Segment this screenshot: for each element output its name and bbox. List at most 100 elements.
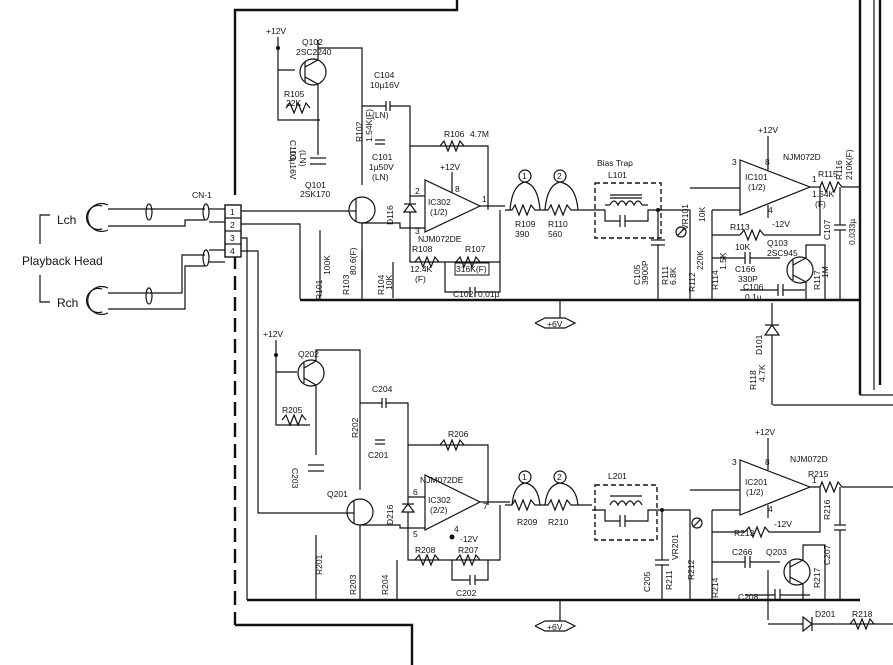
r103-label: R103 <box>341 274 351 295</box>
r106-label: R106 <box>444 129 465 139</box>
channel-2: +12V Q202 R205 C203 C204 R202 C201 R206 <box>247 329 893 633</box>
r203-label: R203 <box>348 574 358 595</box>
c104-value: 10µ16V <box>370 80 400 90</box>
ch2-plus12-q202: +12V <box>263 329 283 339</box>
q101-transistor <box>348 196 376 224</box>
r105-label: R105 <box>284 89 305 99</box>
c203-label: C203 <box>290 468 300 489</box>
q201-label: Q201 <box>327 489 348 499</box>
ic302-b-opamp <box>424 474 482 531</box>
r107-value: 316K(F) <box>456 264 487 274</box>
r109-value: 390 <box>515 229 529 239</box>
r214-label: R214 <box>710 577 720 598</box>
tp1-ch2: 1 <box>522 472 527 482</box>
pin5-b: 5 <box>413 529 418 539</box>
ic302b-type: NJM072DE <box>420 475 464 485</box>
r114-value: 1.5K <box>718 252 728 270</box>
c201-label: C201 <box>368 450 389 460</box>
r110-value: 560 <box>548 229 562 239</box>
ic302a-type: NJM072DE <box>418 234 462 244</box>
playback-head: Lch Rch Playback Head <box>22 202 210 316</box>
c107-value: 0.033µ <box>847 219 857 245</box>
tp2-ch2: 2 <box>557 472 562 482</box>
ch2-minus12-ic201: -12V <box>774 519 792 529</box>
vr201-label: VR201 <box>670 534 680 560</box>
ic101-half: (1/2) <box>748 182 766 192</box>
r218-label: R218 <box>852 609 873 619</box>
ch2-plus6: +6V <box>547 622 563 632</box>
pin8-ic101: 8 <box>765 157 770 167</box>
r201-label: R201 <box>314 554 324 575</box>
r108-label: R108 <box>412 244 433 254</box>
pin1-ic101: 1 <box>812 174 817 184</box>
r207-label: R207 <box>458 545 479 555</box>
r101-label: R101 <box>314 279 324 300</box>
r204-label: R204 <box>380 574 390 595</box>
pin-2: 2 <box>230 220 235 230</box>
q101-type: 2SK170 <box>300 189 331 199</box>
c105-label: C105 <box>632 264 642 285</box>
pin-1: 1 <box>230 207 235 217</box>
l201-trap-box <box>594 484 658 541</box>
r209-label: R209 <box>517 517 538 527</box>
pin3-ic101: 3 <box>732 157 737 167</box>
pin1-a: 1 <box>482 194 487 204</box>
pin4-ic201: 4 <box>768 504 773 514</box>
ch2-plus12-ic201: +12V <box>755 427 775 437</box>
pin3-ic201: 3 <box>732 457 737 467</box>
c104-label: C104 <box>374 70 395 80</box>
pin-4: 4 <box>230 246 235 256</box>
r108-value: 12.4K <box>410 264 433 274</box>
r117-label: R117 <box>812 270 822 290</box>
r116-label: R116 <box>834 160 844 180</box>
ch1-plus6: +6V <box>547 319 563 329</box>
r213-label: R213 <box>734 528 755 538</box>
pin6-b: 6 <box>413 487 418 497</box>
ic101-opamp <box>739 159 812 216</box>
pin8-ic201: 8 <box>765 457 770 467</box>
l201-label: L201 <box>608 471 627 481</box>
ic302a-label: IC302 <box>428 197 451 207</box>
bias-trap-label: Bias Trap <box>597 158 633 168</box>
c105-value: 3900P <box>640 260 650 285</box>
ch1-minus12-ic101: -12V <box>772 219 790 229</box>
q103-type: 2SC945 <box>767 248 798 258</box>
r112-value: 220K <box>695 250 705 270</box>
playback-head-label: Playback Head <box>22 254 103 268</box>
q103-label: Q103 <box>767 238 788 248</box>
connector-cn1: CN-1 1 2 3 4 <box>192 190 350 600</box>
c106-label: C106 <box>743 282 764 292</box>
l101-label: L101 <box>608 170 627 180</box>
c204-label: C204 <box>372 384 393 394</box>
r208-label: R208 <box>415 545 436 555</box>
ic101-label: IC101 <box>745 172 768 182</box>
lch-label: Lch <box>57 213 76 227</box>
border-lines <box>233 0 893 665</box>
q101-label: Q101 <box>305 180 326 190</box>
c106-value: 0.1µ <box>745 292 762 302</box>
r215-label: R215 <box>808 469 829 479</box>
pin8-a: 8 <box>455 184 460 194</box>
r111-label: R111 <box>660 266 670 285</box>
ic101-type: NJM072D <box>783 152 821 162</box>
tp2-ch1: 2 <box>557 171 562 181</box>
ic201-label: IC201 <box>745 477 768 487</box>
r217-label: R217 <box>812 567 822 588</box>
c104-ln: (LN) <box>372 110 389 120</box>
r116-value: 210K(F) <box>844 149 854 180</box>
r108-tol: (F) <box>415 274 426 284</box>
ic302b-label: IC302 <box>428 495 451 505</box>
c103-ln: (LN) <box>298 150 308 167</box>
pin3-a: 3 <box>415 226 420 236</box>
r101-value: 100K <box>322 255 332 275</box>
c207-label: C207 <box>822 544 832 565</box>
pin2-a: 2 <box>415 186 420 196</box>
ic201-type: NJM072D <box>790 454 828 464</box>
r205-label: R205 <box>282 405 303 415</box>
c101-ln: (LN) <box>372 172 389 182</box>
r113-value: 10K <box>735 242 750 252</box>
pin1-ic201: 1 <box>812 475 817 485</box>
q102-transistor <box>299 58 327 86</box>
c102-value: 0.01µ <box>478 289 500 299</box>
bias-trap-box <box>594 182 662 239</box>
